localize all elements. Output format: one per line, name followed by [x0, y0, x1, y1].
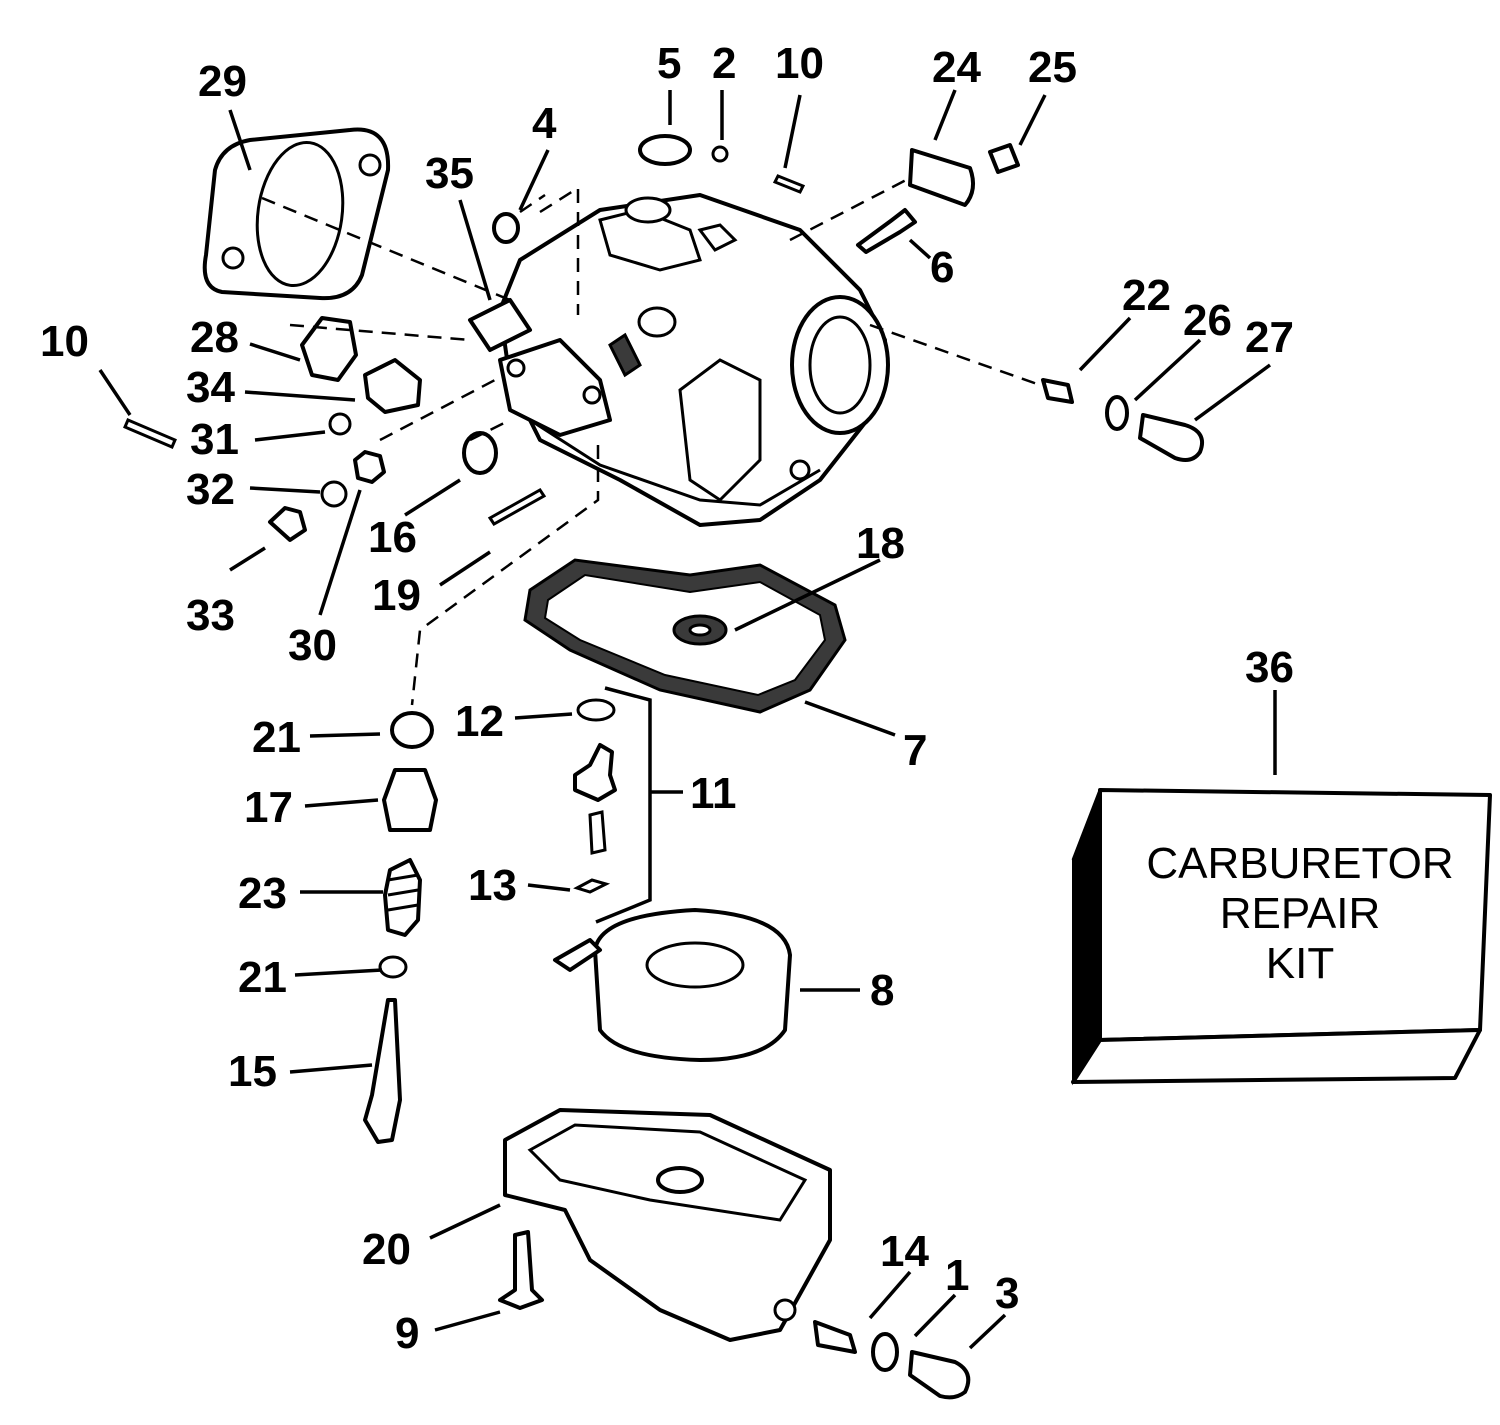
part-5-plug — [638, 134, 692, 166]
part-28-nut — [300, 316, 358, 382]
part-carburetor-body — [468, 193, 890, 527]
kit-label-line1: CARBURETOR — [1146, 839, 1453, 888]
part-13-clip — [573, 878, 611, 894]
callout-20: 20 — [362, 1225, 411, 1274]
part-8-float — [553, 908, 792, 1062]
callout-31: 31 — [190, 415, 239, 464]
part-27-plug — [1138, 413, 1205, 462]
part-12-clip — [576, 698, 616, 722]
callout-33: 33 — [186, 591, 235, 640]
callout-3: 3 — [995, 1269, 1019, 1318]
callout-1: 1 — [945, 1251, 969, 1300]
callout-32: 32 — [186, 465, 235, 514]
part-1-washer — [871, 1332, 899, 1372]
part-24-link — [908, 148, 976, 207]
part-9-screw — [498, 1230, 544, 1310]
part-4-oring — [492, 212, 520, 244]
callout-24: 24 — [932, 43, 981, 92]
part-19-pin — [487, 488, 547, 526]
callout-29: 29 — [198, 57, 247, 106]
callout-14: 14 — [880, 1227, 929, 1276]
callout-labels: 29 5 2 10 24 25 4 35 6 22 26 27 10 28 34… — [40, 39, 1294, 1358]
part-3-plug — [908, 1350, 971, 1400]
part-26-washer — [1105, 395, 1129, 431]
part-30-nut — [353, 450, 386, 484]
callout-26: 26 — [1183, 296, 1232, 345]
callout-25: 25 — [1028, 43, 1077, 92]
callout-2: 2 — [712, 39, 736, 88]
callout-10-left: 10 — [40, 317, 89, 366]
callout-21-lower: 21 — [238, 953, 287, 1002]
callout-27: 27 — [1245, 313, 1294, 362]
part-10-pin-top — [772, 174, 806, 194]
callout-4: 4 — [532, 99, 557, 148]
callout-30: 30 — [288, 621, 337, 670]
callout-19: 19 — [372, 571, 421, 620]
callout-18: 18 — [856, 519, 905, 568]
callout-9: 9 — [395, 1309, 419, 1358]
part-33-screw — [268, 506, 307, 542]
leader-lines — [98, 89, 1277, 1350]
part-14-plug — [813, 1320, 857, 1354]
callout-28: 28 — [190, 313, 239, 362]
part-2-ball — [711, 145, 729, 163]
carburetor-repair-kit-box: CARBURETOR REPAIR KIT — [1071, 788, 1492, 1086]
part-23-spring — [383, 858, 422, 937]
callout-16: 16 — [368, 513, 417, 562]
part-29-flange-gasket — [202, 127, 391, 301]
part-34-fitting — [363, 358, 422, 414]
kit-label-line2: REPAIR — [1220, 889, 1381, 938]
callout-36: 36 — [1245, 643, 1294, 692]
callout-35: 35 — [425, 149, 474, 198]
callout-21-upper: 21 — [252, 713, 301, 762]
part-21-washer-lower — [378, 955, 408, 979]
callout-5: 5 — [657, 39, 681, 88]
part-6-screw — [856, 208, 917, 254]
part-25-screw — [988, 143, 1020, 174]
alignment-lines — [261, 176, 1041, 706]
callout-7: 7 — [903, 726, 927, 775]
callout-13: 13 — [468, 861, 517, 910]
callout-12: 12 — [455, 697, 504, 746]
callout-11: 11 — [690, 769, 737, 818]
part-16-seal — [462, 431, 498, 475]
part-20-float-bowl — [503, 1108, 832, 1342]
callout-34: 34 — [186, 363, 235, 412]
part-10-pin-left — [123, 418, 177, 449]
callout-10-top: 10 — [775, 39, 824, 88]
callout-6: 6 — [930, 243, 954, 292]
kit-label-line3: KIT — [1266, 939, 1334, 988]
part-31-ring — [328, 412, 352, 436]
part-21-washer-upper — [390, 711, 434, 749]
callout-15: 15 — [228, 1047, 277, 1096]
part-22-screw — [1041, 378, 1074, 404]
callout-23: 23 — [238, 869, 287, 918]
part-32-washer — [320, 480, 348, 508]
callout-22: 22 — [1122, 271, 1171, 320]
callout-8: 8 — [870, 966, 894, 1015]
part-15-idle-needle — [363, 998, 402, 1144]
callout-17: 17 — [244, 783, 293, 832]
part-17-seat — [382, 768, 438, 832]
part-needle-valve — [573, 743, 617, 802]
